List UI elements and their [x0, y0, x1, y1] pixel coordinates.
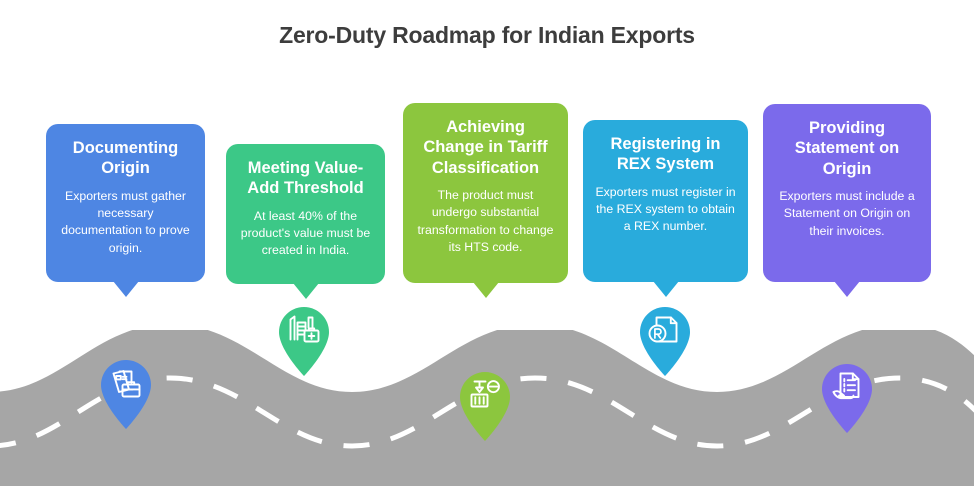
step-card-description: Exporters must register in the REX syste… — [595, 184, 736, 234]
step-card-title: Documenting Origin — [72, 139, 179, 178]
step-card-description: Exporters must gather necessary document… — [61, 188, 190, 255]
step-card-title: Providing Statement on Origin — [794, 119, 900, 178]
road-centerline — [0, 375, 974, 449]
step-card-registering-in-rex-system[interactable]: Registering in REX System Exporters must… — [583, 120, 748, 297]
step-card-title: Meeting Value-Add Threshold — [247, 159, 364, 198]
step-card-description: The product must undergo substantial tra… — [417, 187, 554, 255]
step-card-tail — [652, 281, 679, 297]
step-card-providing-statement-on-origin[interactable]: Providing Statement on Origin Exporters … — [763, 104, 931, 297]
documents-briefcase-icon — [112, 370, 141, 398]
step-card-description: At least 40% of the product's value must… — [240, 208, 371, 258]
step-3-pin[interactable] — [458, 371, 512, 443]
step-card-title: Achieving Change in Tariff Classificatio… — [423, 118, 548, 177]
map-pin-svg — [640, 307, 690, 376]
step-card-tail — [292, 283, 319, 299]
registered-document-icon — [648, 316, 678, 343]
step-card-achieving-change-in-tariff-classification[interactable]: Achieving Change in Tariff Classificatio… — [403, 103, 568, 298]
map-pin-svg — [822, 364, 872, 433]
map-pin-svg — [460, 372, 510, 441]
step-card-title: Registering in REX System — [610, 135, 721, 174]
step-card-tail — [834, 281, 860, 297]
step-2-pin[interactable] — [277, 306, 331, 378]
step-card-description: Exporters must include a Statement on Or… — [779, 188, 915, 238]
step-1-pin[interactable] — [99, 359, 153, 431]
step-5-pin[interactable] — [820, 363, 874, 435]
step-4-pin[interactable] — [638, 306, 692, 378]
map-pin-svg — [101, 360, 151, 429]
hand-holding-document-icon — [832, 372, 860, 400]
step-card-tail — [112, 281, 139, 297]
pin-shape — [101, 360, 151, 429]
factory-briefcase-icon — [289, 315, 320, 343]
crane-container-capsule-icon — [470, 380, 500, 408]
step-card-documenting-origin[interactable]: Documenting Origin Exporters must gather… — [46, 124, 205, 297]
page-title: Zero-Duty Roadmap for Indian Exports — [279, 22, 695, 48]
step-card-tail — [472, 282, 499, 298]
step-card-meeting-value-add-threshold[interactable]: Meeting Value-Add Threshold At least 40%… — [226, 144, 385, 299]
map-pin-svg — [279, 307, 329, 376]
